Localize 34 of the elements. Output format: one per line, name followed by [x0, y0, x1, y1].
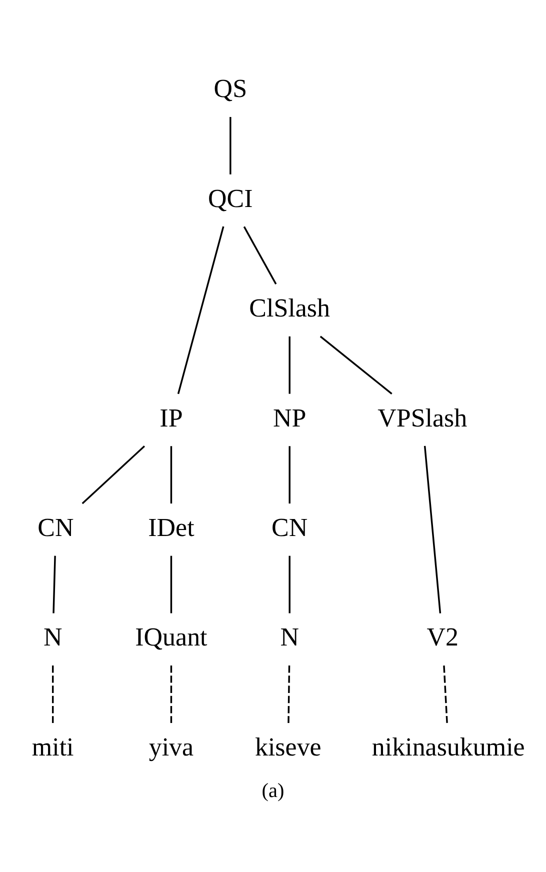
connector	[288, 336, 290, 394]
connector	[243, 226, 277, 284]
connector	[288, 665, 290, 722]
connector	[170, 555, 172, 613]
node-text: kiseve	[254, 732, 322, 761]
node-text: V2	[426, 622, 458, 652]
node-text: VPSlash	[378, 402, 468, 432]
connector	[52, 555, 56, 613]
node-text: N	[43, 622, 62, 652]
node-text: nikinasukumie	[372, 732, 525, 761]
node-text: CN	[38, 512, 74, 542]
node-text: IQuant	[135, 622, 208, 652]
node-text: NP	[273, 402, 306, 432]
connector	[52, 665, 54, 722]
node-text: IDet	[148, 512, 194, 542]
connector	[170, 446, 172, 504]
node-text: miti	[32, 732, 74, 761]
connector	[288, 555, 290, 613]
connector	[320, 335, 392, 394]
connector	[230, 116, 232, 174]
node-text: ClSlash	[249, 293, 330, 322]
node-text: IP	[160, 402, 183, 432]
connector	[170, 665, 172, 722]
connector	[82, 444, 146, 504]
connector	[288, 446, 290, 504]
connector	[424, 445, 442, 613]
node-text: QCI	[208, 183, 253, 212]
node-text: QS	[214, 74, 248, 103]
node-text: N	[280, 622, 299, 652]
connector	[443, 665, 448, 722]
node-text: yiva	[148, 732, 194, 761]
caption: (a)	[262, 779, 284, 802]
connector	[177, 226, 224, 394]
node-text: CN	[272, 512, 308, 542]
